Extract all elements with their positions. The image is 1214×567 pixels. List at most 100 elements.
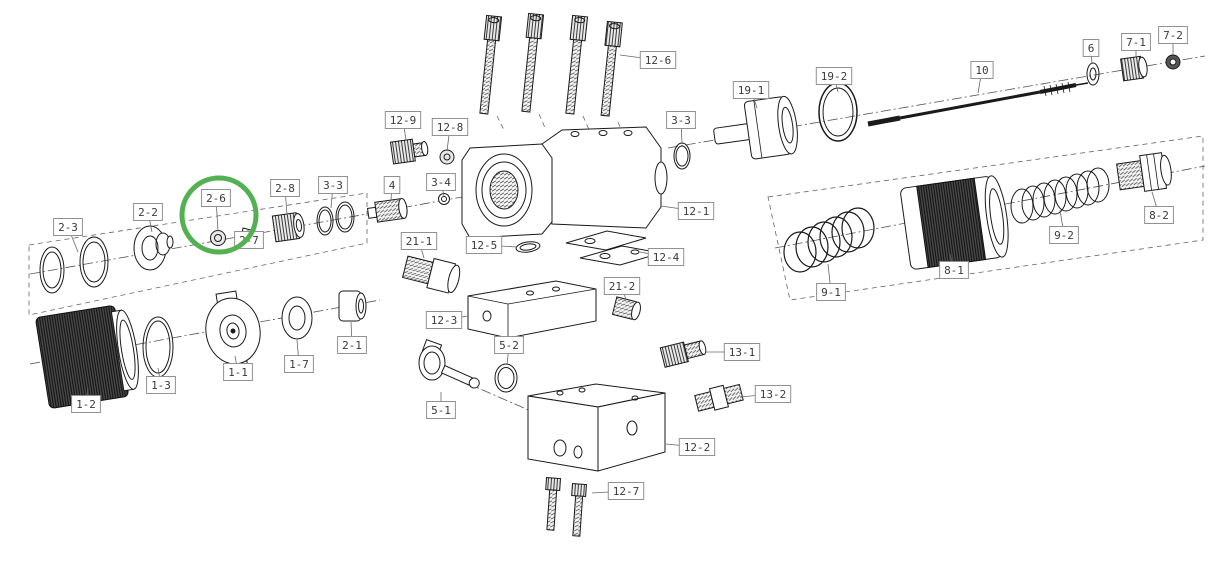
part-12-1 (461, 126, 668, 239)
part-12-7 (545, 477, 587, 537)
part-label-7-2: 7-2 (1158, 26, 1188, 44)
part-label-9-1: 9-1 (816, 283, 846, 301)
svg-text:6: 6 (1088, 42, 1095, 55)
part-label-12-6: 12-6 (639, 51, 677, 69)
part-12-3 (467, 280, 597, 339)
part-1-2 (35, 305, 139, 409)
svg-text:8-1: 8-1 (944, 264, 964, 277)
part-label-19-2: 19-2 (815, 67, 853, 85)
svg-text:12-3: 12-3 (431, 314, 458, 327)
svg-text:3-3: 3-3 (671, 114, 691, 127)
part-label-12-8: 12-8 (431, 118, 469, 136)
part-2-2 (133, 225, 174, 271)
part-3-4 (438, 193, 450, 205)
part-21-1 (401, 255, 461, 294)
part-5-2 (494, 363, 518, 393)
part-3-3-left (316, 201, 355, 236)
part-2-6 (210, 230, 226, 246)
part-19-1 (713, 95, 798, 160)
svg-text:4: 4 (389, 179, 396, 192)
part-label-2-8: 2-8 (270, 179, 300, 197)
svg-text:13-2: 13-2 (760, 388, 787, 401)
svg-text:7-2: 7-2 (1163, 29, 1183, 42)
svg-text:2-2: 2-2 (138, 206, 158, 219)
part-label-1-3: 1-3 (146, 376, 176, 394)
part-label-10: 10 (970, 61, 994, 79)
part-2-8 (271, 212, 305, 243)
part-1-1 (205, 290, 261, 372)
part-label-3-4: 3-4 (426, 173, 456, 191)
part-label-12-9: 12-9 (384, 111, 422, 129)
svg-text:2-8: 2-8 (275, 182, 295, 195)
svg-text:1-2: 1-2 (76, 398, 96, 411)
svg-text:21-2: 21-2 (609, 280, 636, 293)
part-label-2-3: 2-3 (53, 218, 83, 236)
part-label-8-1: 8-1 (939, 261, 969, 279)
svg-text:2-3: 2-3 (58, 221, 78, 234)
svg-text:9-2: 9-2 (1054, 229, 1074, 242)
part-4 (366, 198, 408, 223)
part-8-2 (1116, 152, 1172, 192)
part-10 (867, 81, 1089, 127)
svg-text:12-1: 12-1 (683, 205, 710, 218)
part-label-2-6: 2-6 (201, 189, 231, 207)
part-label-9-2: 9-2 (1049, 226, 1079, 244)
part-label-5-1: 5-1 (426, 401, 456, 419)
part-2-3 (39, 236, 109, 294)
part-7-1 (1120, 55, 1148, 82)
part-label-1-2: 1-2 (71, 395, 101, 413)
part-9-1 (783, 207, 875, 273)
svg-text:13-1: 13-1 (729, 346, 756, 359)
svg-text:3-4: 3-4 (431, 176, 451, 189)
part-12-6-screws (479, 12, 623, 117)
svg-text:19-1: 19-1 (738, 84, 765, 97)
part-12-2 (527, 383, 666, 472)
part-12-4 (565, 230, 662, 266)
part-label-1-7: 1-7 (284, 355, 314, 373)
dashed-box-right (767, 135, 1204, 301)
part-label-19-1: 19-1 (732, 81, 770, 99)
svg-text:9-1: 9-1 (821, 286, 841, 299)
part-label-8-2: 8-2 (1144, 206, 1174, 224)
part-label-12-1: 12-1 (677, 202, 715, 220)
part-label-6: 6 (1082, 39, 1100, 57)
part-label-1-1: 1-1 (223, 363, 253, 381)
svg-text:3-3: 3-3 (323, 179, 343, 192)
part-12-5 (515, 241, 541, 253)
part-label-12-2: 12-2 (678, 438, 716, 456)
part-13-1 (659, 340, 707, 368)
svg-text:12-5: 12-5 (471, 239, 498, 252)
svg-text:12-8: 12-8 (437, 121, 464, 134)
svg-text:1-7: 1-7 (289, 358, 309, 371)
part-label-3-3: 3-3 (666, 111, 696, 129)
part-6 (1086, 62, 1100, 86)
dashed-box-left (28, 192, 368, 316)
svg-text:12-9: 12-9 (390, 114, 417, 127)
part-12-9 (389, 138, 429, 165)
svg-text:2-1: 2-1 (342, 339, 362, 352)
part-label-21-1: 21-1 (400, 232, 438, 250)
part-label-21-2: 21-2 (603, 277, 641, 295)
svg-text:12-2: 12-2 (684, 441, 711, 454)
part-label-12-5: 12-5 (465, 236, 503, 254)
part-5-1 (418, 338, 480, 389)
svg-text:12-7: 12-7 (613, 485, 640, 498)
parts-layer (35, 12, 1181, 537)
svg-text:19-2: 19-2 (821, 70, 848, 83)
part-label-12-7: 12-7 (607, 482, 645, 500)
part-label-7-1: 7-1 (1121, 33, 1151, 51)
svg-text:21-1: 21-1 (406, 235, 433, 248)
svg-text:5-1: 5-1 (431, 404, 451, 417)
svg-text:1-1: 1-1 (228, 366, 248, 379)
part-label-3-3: 3-3 (318, 176, 348, 194)
part-3-3-right (673, 142, 691, 170)
part-7-2 (1165, 54, 1181, 70)
part-label-2-1: 2-1 (337, 336, 367, 354)
part-label-2-2: 2-2 (133, 203, 163, 221)
highlight-circle (179, 175, 259, 255)
svg-text:7-1: 7-1 (1126, 36, 1146, 49)
svg-text:12-6: 12-6 (645, 54, 672, 67)
part-label-13-2: 13-2 (754, 385, 792, 403)
